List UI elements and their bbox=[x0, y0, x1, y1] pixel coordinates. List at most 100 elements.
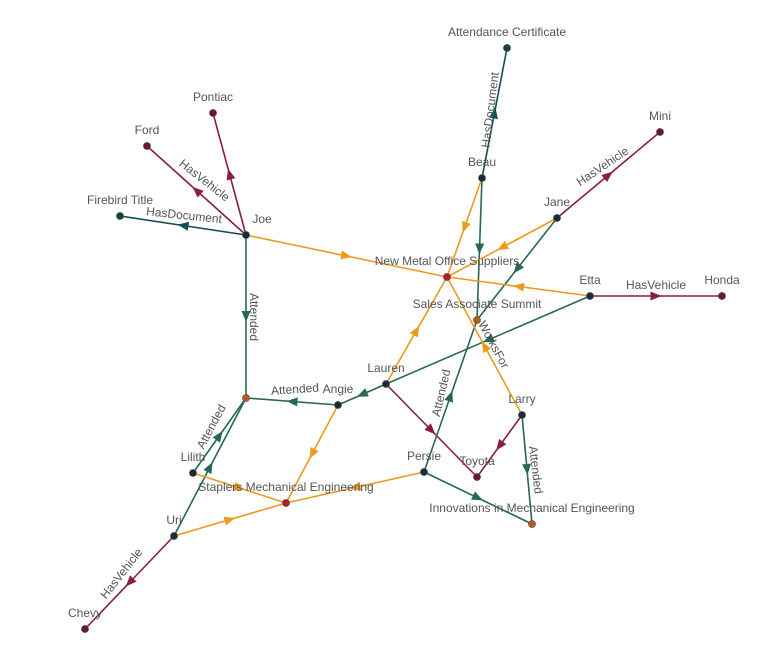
node-lilith[interactable] bbox=[189, 469, 197, 477]
node-mini[interactable] bbox=[656, 128, 664, 136]
node-innovations[interactable] bbox=[528, 520, 536, 528]
node-sales_summit[interactable] bbox=[473, 316, 481, 324]
edge-arrow-icon bbox=[223, 516, 236, 526]
edge-attended-persie-innovations bbox=[423, 471, 533, 525]
node-label-persie: Persie bbox=[407, 449, 441, 463]
node-label-joe: Joe bbox=[252, 212, 272, 226]
node-chevy[interactable] bbox=[81, 625, 89, 633]
edge-arrow-icon bbox=[212, 431, 223, 443]
edge-arrow-icon bbox=[226, 168, 236, 181]
node-jane[interactable] bbox=[553, 214, 561, 222]
edge-attended-angie-event_left bbox=[245, 397, 339, 407]
edge-arrow-icon bbox=[522, 463, 531, 475]
edge-attended-etta-lauren bbox=[385, 295, 591, 385]
edge-label: Attended bbox=[247, 293, 261, 341]
edge-vehicle-uri-chevy bbox=[84, 535, 175, 630]
edge-vehicle-larry-toyota bbox=[476, 414, 523, 478]
node-etta[interactable] bbox=[586, 292, 594, 300]
edge-arrow-icon bbox=[125, 575, 137, 587]
node-angie[interactable] bbox=[334, 401, 342, 409]
edge-label: HasVehicle bbox=[626, 278, 686, 292]
edge-arrow-icon bbox=[203, 462, 213, 474]
node-joe[interactable] bbox=[242, 231, 250, 239]
edge-arrow-icon bbox=[309, 447, 319, 459]
edge-attended-persie-sales_summit bbox=[423, 319, 478, 473]
edge-arrow-icon bbox=[356, 388, 369, 397]
node-label-sales_summit: Sales Associate Summit bbox=[413, 297, 542, 311]
edge-vehicle-joe-ford bbox=[146, 145, 247, 236]
node-label-lauren: Lauren bbox=[367, 361, 404, 375]
edge-arrow-icon bbox=[497, 240, 509, 251]
node-label-new_metal: New Metal Office Suppliers bbox=[375, 254, 520, 268]
edge-arrow-icon bbox=[424, 423, 436, 435]
edge-worksfor-jane-new_metal bbox=[446, 217, 558, 278]
edge-attended-joe-event_left bbox=[241, 235, 251, 398]
edge-labels-layer: HasDocumentHasVehicleHasDocumentHasVehic… bbox=[97, 71, 686, 602]
edge-worksfor-joe-new_metal bbox=[245, 234, 448, 278]
edge-label: HasDocument bbox=[146, 204, 224, 226]
edge-arrow-icon bbox=[475, 243, 485, 255]
node-event_left[interactable] bbox=[242, 394, 250, 402]
edge-attended-jane-sales_summit bbox=[476, 217, 558, 321]
edge-label: Attended bbox=[194, 402, 229, 451]
edge-vehicle-jane-mini bbox=[556, 131, 661, 219]
edge-arrow-icon bbox=[513, 261, 524, 274]
edge-arrow-icon bbox=[601, 171, 613, 182]
node-persie[interactable] bbox=[420, 468, 428, 476]
edge-arrow-icon bbox=[489, 107, 498, 120]
edge-worksfor-lauren-new_metal bbox=[385, 276, 448, 385]
edge-document-joe-firebird_title bbox=[119, 215, 247, 236]
node-honda[interactable] bbox=[718, 292, 726, 300]
edge-arrow-icon bbox=[241, 311, 251, 322]
node-lauren[interactable] bbox=[382, 380, 390, 388]
edge-arrow-icon bbox=[232, 482, 245, 491]
node-ford[interactable] bbox=[143, 142, 151, 150]
node-label-innovations: Innovations in Mechanical Engineering bbox=[429, 501, 634, 515]
node-label-chevy: Chevy bbox=[68, 606, 102, 620]
edge-arrow-icon bbox=[192, 186, 204, 198]
node-attendance_certificate[interactable] bbox=[503, 44, 511, 52]
node-toyota[interactable] bbox=[473, 473, 481, 481]
edge-label: Attended bbox=[270, 381, 319, 398]
edge-label: HasDocument bbox=[479, 71, 502, 149]
edge-attended-larry-innovations bbox=[521, 414, 533, 525]
edge-arrow-icon bbox=[481, 341, 492, 353]
edge-attended-uri-event_left bbox=[173, 397, 247, 537]
node-staplers[interactable] bbox=[282, 499, 290, 507]
edge-arrow-icon bbox=[409, 325, 420, 338]
edge-worksfor-persie-staplers bbox=[285, 471, 425, 504]
node-uri[interactable] bbox=[170, 532, 178, 540]
node-new_metal[interactable] bbox=[443, 273, 451, 281]
node-label-etta: Etta bbox=[579, 273, 601, 287]
edge-arrow-icon bbox=[482, 333, 495, 343]
node-firebird_title[interactable] bbox=[116, 212, 124, 220]
node-pontiac[interactable] bbox=[209, 109, 217, 117]
node-label-angie: Angie bbox=[323, 382, 354, 396]
node-label-ford: Ford bbox=[135, 123, 160, 137]
node-label-larry: Larry bbox=[508, 392, 535, 406]
node-label-attendance_certificate: Attendance Certificate bbox=[448, 25, 566, 39]
edge-worksfor-angie-staplers bbox=[285, 404, 339, 504]
node-label-mini: Mini bbox=[649, 109, 671, 123]
node-larry[interactable] bbox=[518, 411, 526, 419]
edge-arrow-icon bbox=[349, 481, 362, 491]
edge-label: Attended bbox=[429, 368, 453, 418]
edge-arrow-icon bbox=[496, 438, 507, 451]
edge-arrow-icon bbox=[513, 282, 525, 292]
edge-worksfor-beau-new_metal bbox=[446, 177, 483, 278]
edge-arrow-icon bbox=[462, 220, 471, 233]
edge-worksfor-larry-new_metal bbox=[446, 276, 523, 416]
edge-arrow-icon bbox=[286, 397, 298, 407]
edge-worksfor-etta-new_metal bbox=[446, 276, 591, 297]
edge-document-beau-attendance_certificate bbox=[481, 47, 508, 179]
edge-worksfor-uri-staplers bbox=[173, 502, 287, 537]
edge-arrow-icon bbox=[340, 250, 352, 260]
edges-layer bbox=[84, 47, 722, 630]
node-label-pontiac: Pontiac bbox=[193, 90, 233, 104]
node-label-lilith: Lilith bbox=[181, 450, 206, 464]
edge-arrow-icon bbox=[471, 491, 483, 501]
node-beau[interactable] bbox=[478, 174, 486, 182]
node-labels-layer: Attendance CertificatePontiacMiniFordBea… bbox=[68, 25, 740, 620]
node-label-staplers: Staplers Mechanical Engineering bbox=[198, 480, 373, 494]
